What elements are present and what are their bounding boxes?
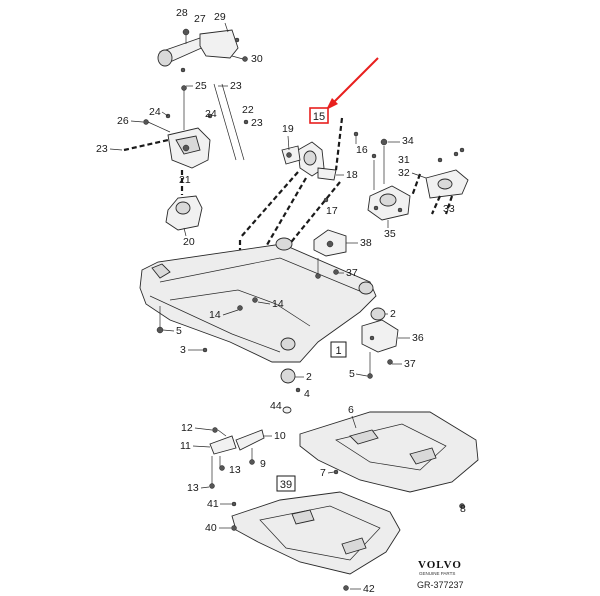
callout-38: 38 [360,237,372,249]
callout-40: 40 [205,522,217,534]
callout-5a: 5 [176,325,182,337]
brand-block: VOLVO GENUINE PARTS GR-377237 [417,559,464,590]
callout-17: 17 [326,205,338,217]
drawing-reference: GR-377237 [417,580,464,590]
callout-21: 21 [179,174,191,186]
callout-labels: 28 27 29 30 25 23 24 26 24 22 23 23 21 2… [96,7,466,595]
right-mount-assembly [367,138,469,221]
callout-19: 19 [282,123,294,135]
callout-3: 3 [180,344,186,356]
callout-23a: 23 [230,80,242,92]
callout-2b: 2 [306,371,312,383]
callout-13a: 13 [229,464,241,476]
callout-23b: 23 [251,117,263,129]
callout-36: 36 [412,332,424,344]
torque-rod-assembly [157,28,248,73]
bracket-38 [313,229,347,279]
callout-13b: 13 [187,482,199,494]
boxed-callout-15: 15 [309,107,329,124]
callout-37a: 37 [346,267,358,279]
callout-5b: 5 [349,368,355,380]
callout-25: 25 [195,80,207,92]
callout-35: 35 [384,228,396,240]
callout-32: 32 [398,167,410,179]
callout-7: 7 [320,467,326,479]
boxed-callout-39: 39 [276,475,296,492]
callout-27: 27 [194,13,206,25]
callout-29: 29 [214,11,226,23]
svg-text:1: 1 [335,345,341,357]
callout-26: 26 [117,115,129,127]
callout-33: 33 [443,203,455,215]
callout-20: 20 [183,236,195,248]
svg-text:15: 15 [313,111,325,123]
brand-logo: VOLVO [418,559,462,571]
left-engine-mount [123,83,249,231]
callout-14b: 14 [272,298,284,310]
callout-8: 8 [460,503,466,515]
callout-16: 16 [356,144,368,156]
callout-9: 9 [260,458,266,470]
bracket-36 [361,307,399,379]
callout-44: 44 [270,400,282,412]
callout-11: 11 [180,440,191,452]
splash-shield [299,411,479,509]
callout-28: 28 [176,7,188,19]
callout-23c: 23 [96,143,108,155]
callout-34: 34 [402,135,414,147]
center-mount-assembly [238,117,359,290]
lower-shield [231,491,401,591]
highlight-arrow [326,57,379,110]
callout-31: 31 [398,154,410,166]
callout-37b: 37 [404,358,416,370]
link-assembly [209,427,265,489]
bushing-lower [280,368,301,414]
callout-22: 22 [242,104,254,116]
svg-text:39: 39 [280,479,292,491]
callout-24a: 24 [149,106,161,118]
callout-4: 4 [304,388,310,400]
callout-42: 42 [363,583,375,595]
callout-18: 18 [346,169,358,181]
callout-10: 10 [274,430,286,442]
callout-12: 12 [181,422,193,434]
boxed-callout-1: 1 [330,341,347,358]
brand-tagline: GENUINE PARTS [419,571,455,576]
callout-14a: 14 [209,309,221,321]
callout-6: 6 [348,404,354,416]
callout-24b: 24 [205,108,217,120]
callout-30: 30 [251,53,263,65]
callout-2a: 2 [390,308,396,320]
callout-41: 41 [207,498,219,510]
